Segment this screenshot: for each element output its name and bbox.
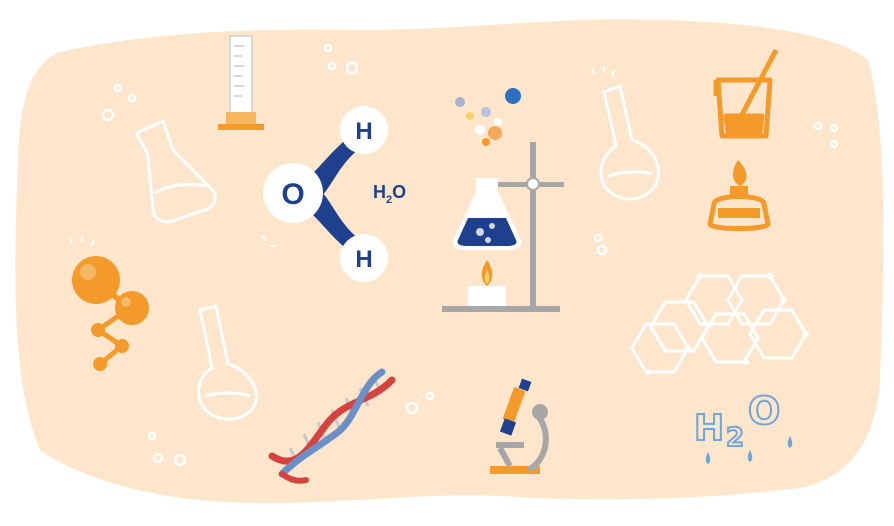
- sparkle-marks: [69, 66, 615, 247]
- formula-main: H: [373, 182, 386, 202]
- formula-subscript: 2: [386, 194, 392, 206]
- dna-helix-icon: [268, 368, 396, 484]
- hexagon-vertices: [645, 273, 809, 375]
- graduated-cylinder-icon: [218, 35, 264, 130]
- hydrogen-top-label: H: [355, 118, 372, 145]
- oxygen-atom: [263, 163, 323, 223]
- volumetric-flask-outline-icon: [197, 304, 258, 421]
- microscope-icon: [490, 378, 549, 474]
- sketch-digit-2: 2: [726, 423, 744, 453]
- sketch-letter-h: H: [694, 408, 724, 449]
- bubble-dots: [101, 43, 839, 467]
- sketch-letter-o: O: [748, 389, 780, 433]
- lab-stand-with-flask-and-burner-icon: [442, 142, 564, 312]
- hydrogen-bottom-label: H: [355, 246, 372, 273]
- ball-and-stick-molecule-icon: [72, 256, 149, 371]
- hydrogen-atom-top: [340, 106, 388, 154]
- round-bottom-flask-outline-icon: [599, 83, 660, 201]
- beaker-with-stirrer-icon: [713, 48, 779, 139]
- h2o-sketch-icon: H 2 O: [693, 388, 793, 464]
- background-blob: [15, 19, 884, 504]
- oxygen-label: O: [281, 178, 304, 211]
- conical-flask-outline-icon: [134, 119, 217, 224]
- water-molecule-icon: O H H H2O: [263, 106, 406, 282]
- water-formula: H2O: [373, 182, 406, 206]
- reaction-bubbles: [455, 88, 521, 146]
- hydrogen-atom-bottom: [340, 234, 388, 282]
- formula-end: O: [392, 182, 406, 202]
- alcohol-lamp-icon: [707, 160, 771, 231]
